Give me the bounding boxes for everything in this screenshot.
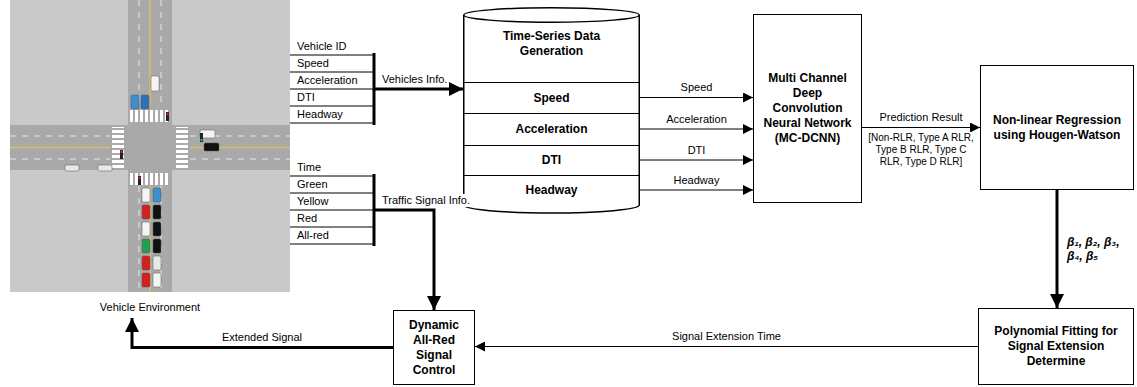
connector-segment	[640, 97, 753, 98]
connector-segment	[132, 318, 393, 348]
data-band: Speed	[463, 82, 640, 113]
connector	[640, 190, 753, 191]
node-text: Multi Channel Deep Convolution Neural Ne…	[759, 71, 856, 146]
signal-name: Acceleration	[297, 74, 358, 87]
info-wire	[290, 55, 373, 244]
connector-segment	[374, 210, 434, 310]
edge-label: Vehicles Info.	[380, 73, 449, 86]
connector-segment	[290, 89, 374, 90]
signal-name: Headway	[297, 108, 343, 121]
signal-name: Speed	[297, 57, 329, 70]
connector-segment	[475, 346, 978, 347]
node-text: DTI	[542, 153, 561, 168]
connector	[640, 97, 753, 98]
signal-name: DTI	[297, 91, 315, 104]
signal-name: All-red	[297, 229, 329, 242]
connector	[290, 210, 434, 310]
node-text: Speed	[533, 91, 569, 106]
connector	[1057, 190, 1058, 308]
connector	[475, 346, 978, 347]
signal-name: Yellow	[297, 195, 328, 208]
connector	[640, 129, 753, 130]
connector-segment	[1056, 190, 1059, 308]
edge-label: Headway	[672, 174, 722, 187]
intersection-illustration	[10, 0, 290, 292]
connector	[290, 89, 463, 90]
bracket	[373, 53, 376, 246]
process-box: Dynamic All-Red Signal Control	[393, 310, 475, 385]
connector	[640, 160, 753, 161]
process-box: Polynomial Fitting for Signal Extension …	[978, 308, 1134, 385]
edge-label: DTI	[686, 144, 708, 157]
edge-label: Acceleration	[664, 113, 729, 126]
connector-segment	[374, 88, 463, 91]
process-box: Non-linear Regression using Hougen-Watso…	[980, 65, 1134, 190]
node-text: Non-linear Regression using Hougen-Watso…	[986, 113, 1128, 143]
connector-segment	[640, 160, 753, 161]
connector-segment	[640, 129, 753, 130]
node-text: Time-Series Data Generation	[489, 29, 614, 59]
node-text: Acceleration	[515, 122, 587, 137]
data-band: DTI	[463, 145, 640, 175]
connector-segment	[862, 127, 980, 128]
node-text: Polynomial Fitting for Signal Extension …	[984, 324, 1128, 369]
database-cylinder: Time-Series Data GenerationSpeedAccelera…	[463, 7, 640, 213]
edge-label: Speed	[679, 81, 715, 94]
environment-illustration: Vehicle Environment	[10, 0, 290, 318]
data-band: Headway	[463, 175, 640, 205]
signal-name: Red	[297, 212, 317, 225]
edge-label: Signal Extension Time	[670, 330, 783, 343]
process-box: Multi Channel Deep Convolution Neural Ne…	[753, 14, 862, 203]
connector	[132, 318, 393, 348]
connector	[862, 127, 980, 128]
connector-segment	[640, 190, 753, 191]
class-list: [Non-RLR, Type A RLR, Type B RLR, Type C…	[865, 132, 977, 168]
edge-label: β₁, β₂, β₃, β₄, β₅	[1065, 235, 1131, 264]
connector-segment	[290, 210, 374, 211]
node-text: Headway	[525, 183, 577, 198]
signal-name: Time	[297, 161, 321, 174]
signal-name: Vehicle ID	[297, 40, 347, 53]
node-text: Dynamic All-Red Signal Control	[399, 318, 469, 378]
data-band: Acceleration	[463, 113, 640, 145]
figure-caption: Vehicle Environment	[100, 301, 200, 315]
edge-label: Prediction Result	[877, 111, 964, 124]
edge-label: Traffic Signal Info.	[380, 194, 472, 207]
signal-name: Green	[297, 178, 328, 191]
edge-label: Extended Signal	[220, 331, 304, 344]
